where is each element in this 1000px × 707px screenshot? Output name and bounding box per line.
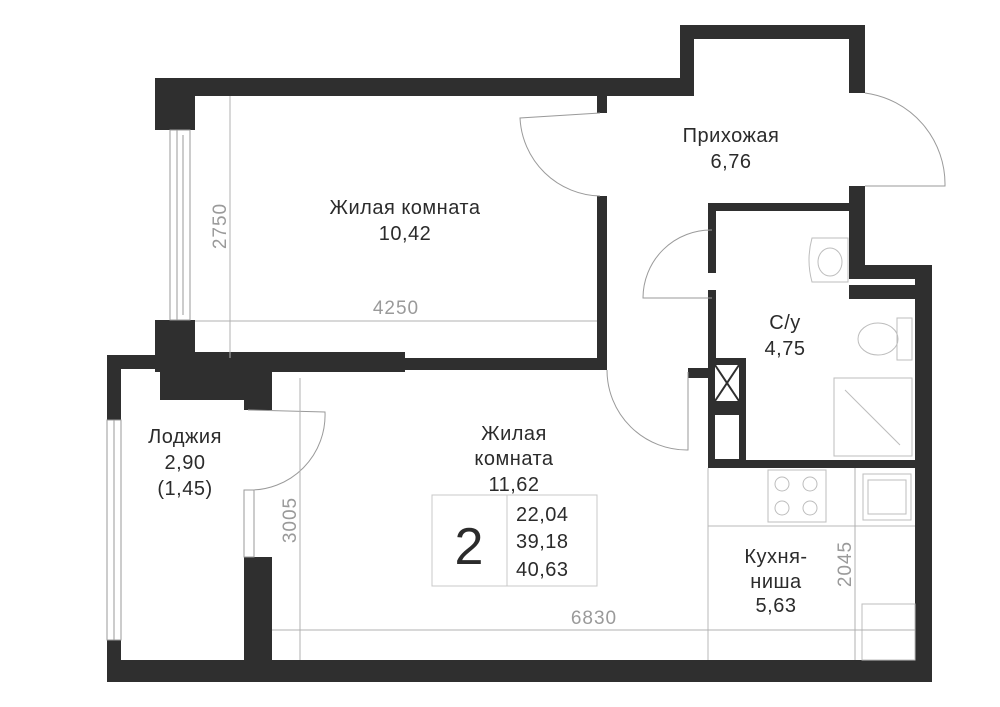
dim-6830: 6830: [571, 608, 617, 629]
doors: [247, 92, 946, 491]
wall-left-top-pillar: [155, 78, 195, 130]
room-kitchen-area: 5,63: [756, 595, 797, 617]
wall-bath-bottom: [708, 460, 932, 468]
wall-bath-top: [708, 203, 865, 211]
wall-door-post: [597, 78, 607, 113]
wall-partition-living1-hall: [597, 196, 607, 368]
door-bath: [642, 229, 713, 299]
walls: [107, 25, 932, 682]
total-area-with-loggia: 40,63: [516, 559, 569, 581]
sink-bath-icon: [808, 237, 849, 283]
room-bath-area: 4,75: [765, 338, 806, 360]
room-living2-name-1: Жилая: [481, 423, 547, 445]
wall-top-mid: [600, 78, 694, 96]
vent-cells: [714, 364, 740, 459]
wall-hall-right-top: [849, 25, 865, 93]
wall-right-step: [849, 265, 932, 279]
fixtures: [707, 237, 916, 661]
room-living1-name: Жилая комната: [330, 197, 481, 219]
wall-hall-bump-top: [680, 25, 865, 39]
room-kitchen-name-2: ниша: [750, 571, 802, 593]
dimension-lines: [195, 96, 915, 660]
toilet-icon: [896, 317, 913, 361]
dim-3005: 3005: [280, 497, 301, 543]
dim-4250: 4250: [373, 298, 419, 319]
rooms-count: 2: [455, 518, 484, 576]
door-entrance: [864, 92, 946, 187]
door-living1: [519, 112, 601, 197]
room-living2-area: 11,62: [488, 474, 539, 496]
dim-2750: 2750: [210, 203, 231, 249]
room-bath-name: С/у: [769, 312, 801, 334]
room-hall-name: Прихожая: [683, 125, 780, 147]
wall-bath-left-upper: [708, 203, 716, 273]
wall-right-lower: [915, 265, 932, 682]
wall-shaft-bottom: [849, 285, 919, 299]
shower-icon: [833, 377, 913, 457]
living-area-total: 22,04: [516, 504, 569, 526]
room-loggia-area: 2,90: [165, 452, 206, 474]
room-loggia-name: Лоджия: [148, 426, 222, 448]
wall-loggia-right-lower: [244, 557, 272, 680]
room-living1-area: 10,42: [379, 223, 432, 245]
summary-box: 2 22,04 39,18 40,63: [431, 494, 598, 587]
wall-top-living: [155, 78, 605, 96]
wall-loggia-door-post: [244, 395, 272, 410]
windows: [106, 129, 255, 641]
room-living2-name-2: комната: [474, 448, 554, 470]
wall-bath-left-lower: [708, 290, 716, 370]
room-hall-area: 6,76: [711, 151, 752, 173]
fridge-icon: [861, 603, 916, 661]
wall-loggia-top: [107, 355, 177, 369]
wall-stub-left: [688, 368, 713, 378]
total-area: 39,18: [516, 531, 569, 553]
window-loggia-door: [243, 489, 255, 558]
wall-right-mid: [849, 186, 865, 279]
kitchen-sink-icon: [862, 473, 912, 521]
window-living1: [169, 129, 191, 321]
door-living2: [606, 369, 689, 451]
wall-bottom: [107, 660, 932, 682]
stove-icon: [767, 469, 827, 523]
door-loggia: [247, 409, 326, 491]
room-loggia-area-reduced: (1,45): [157, 478, 212, 500]
dim-2045: 2045: [835, 541, 856, 587]
room-kitchen-name-1: Кухня-: [744, 546, 807, 568]
wall-central-pillar: [160, 365, 272, 400]
